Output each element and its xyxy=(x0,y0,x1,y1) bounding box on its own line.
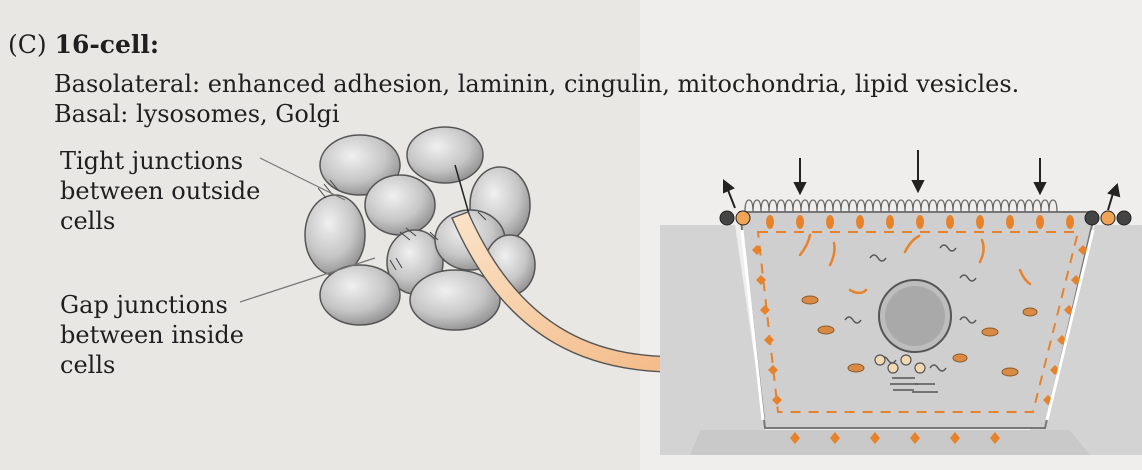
gap-label-line: Gap junctions xyxy=(60,290,244,320)
embryo-cell xyxy=(365,175,435,235)
tight-label-line: Tight junctions xyxy=(60,146,260,176)
stage-title: 16-cell: xyxy=(55,30,160,59)
basal-band xyxy=(690,430,1090,455)
basolateral-text: Basolateral: enhanced adhesion, laminin,… xyxy=(54,70,1019,98)
tight-label-line: between outside xyxy=(60,176,260,206)
gap-label-line: between inside xyxy=(60,320,244,350)
basal-text: Basal: lysosomes, Golgi xyxy=(54,100,340,128)
embryo-cell xyxy=(320,265,400,325)
panel-letter: (C) xyxy=(8,30,47,59)
nucleolus xyxy=(885,286,945,346)
embryo-16-cell xyxy=(305,127,535,330)
tight-junctions-label: Tight junctions between outside cells xyxy=(60,146,260,236)
embryo-cell xyxy=(407,127,483,183)
panel-heading: (C) 16-cell: xyxy=(8,30,159,59)
tight-label-line: cells xyxy=(60,206,260,236)
gap-junctions-label: Gap junctions between inside cells xyxy=(60,290,244,380)
embryo-cell xyxy=(305,195,365,275)
gap-label-line: cells xyxy=(60,350,244,380)
